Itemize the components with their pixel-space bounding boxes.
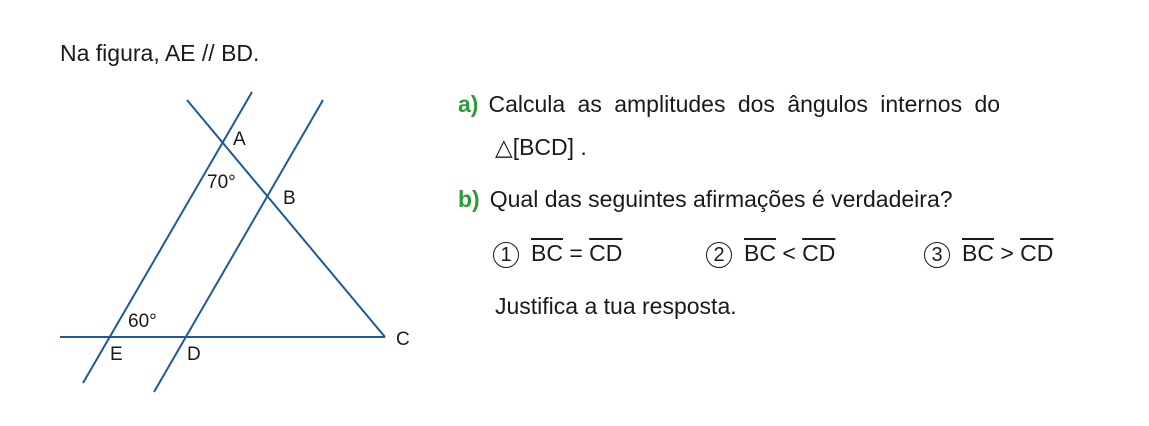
segment-cd: CD <box>589 240 623 266</box>
line-bd <box>153 99 324 393</box>
point-c-label: C <box>396 329 410 350</box>
question-a-label: a) <box>458 91 479 117</box>
operator: = <box>569 240 583 266</box>
geometry-figure <box>60 91 386 393</box>
question-a-text: Calcula as amplitudes dos ângulos intern… <box>488 91 1001 117</box>
segment-bc: BC <box>531 240 563 266</box>
line-ae <box>82 91 253 384</box>
question-b-text: Qual das seguintes afirmações é verdadei… <box>489 186 953 212</box>
question-b: b) Qual das seguintes afirmações é verdad… <box>458 186 953 213</box>
line-ac <box>186 99 386 338</box>
option-3: 3 BC > CD <box>924 240 1053 268</box>
operator: > <box>1000 240 1014 266</box>
point-b-label: B <box>283 188 296 209</box>
segment-bc: BC <box>744 240 776 266</box>
question-a: a) Calcula as amplitudes dos ângulos inte… <box>458 91 1000 118</box>
segment-cd: CD <box>1020 240 1054 266</box>
intro-text: Na figura, AE // BD. <box>60 40 260 66</box>
point-d-label: D <box>187 344 201 365</box>
point-e-label: E <box>110 344 123 365</box>
justify-text: Justifica a tua resposta. <box>495 293 737 319</box>
option-number: 1 <box>493 242 519 268</box>
option-number: 2 <box>706 242 732 268</box>
question-b-label: b) <box>458 186 480 212</box>
question-a-line2: △[BCD] . <box>495 134 587 160</box>
segment-cd: CD <box>802 240 836 266</box>
point-a-label: A <box>233 129 246 150</box>
angle-e-label: 60° <box>128 311 157 332</box>
option-1: 1 BC = CD <box>493 240 622 268</box>
option-number: 3 <box>924 242 950 268</box>
segment-bc: BC <box>962 240 994 266</box>
option-2: 2 BC < CD <box>706 240 835 268</box>
operator: < <box>782 240 796 266</box>
angle-a-label: 70° <box>207 172 236 193</box>
